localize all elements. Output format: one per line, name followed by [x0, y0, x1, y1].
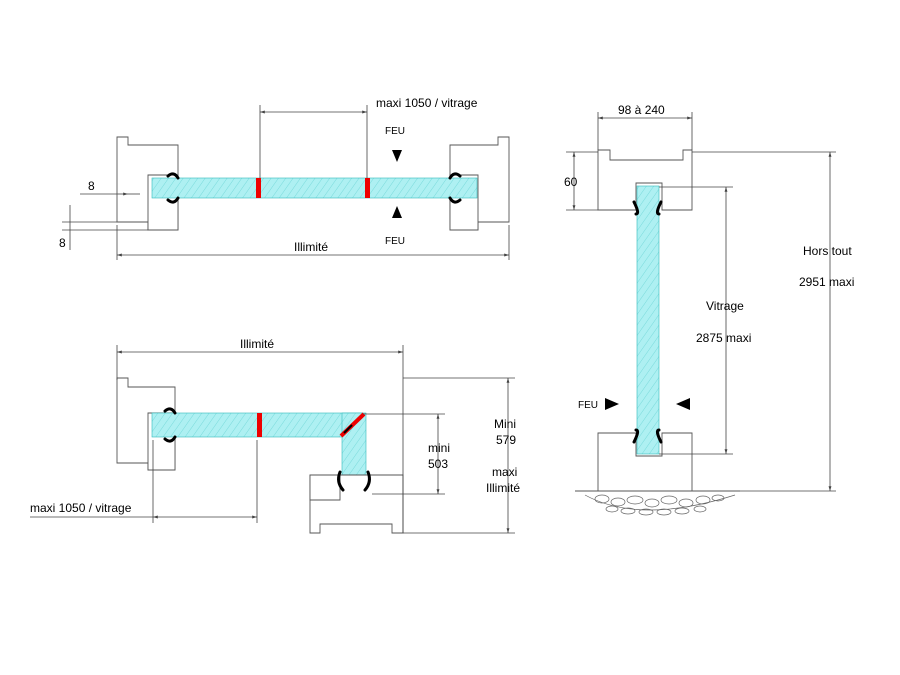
feu-label-bottom: FEU	[385, 236, 405, 247]
corner-maxi-label: maxi	[492, 465, 517, 479]
corner-mitre-seal	[343, 424, 353, 434]
corner-maxi-value: Illimité	[486, 481, 520, 495]
seal-icon	[448, 196, 462, 204]
feu-arrow-right-icon	[605, 398, 619, 410]
section-head-height-label: 60	[564, 175, 578, 189]
seal-icon	[337, 470, 345, 492]
top-glass-pane	[151, 177, 478, 199]
top-joint-1	[256, 178, 261, 198]
dim-8-vertical: 8	[59, 236, 66, 250]
seal-icon	[166, 172, 180, 180]
top-length-label: Illimité	[294, 240, 328, 254]
feu-arrow-down-icon	[392, 150, 402, 162]
seal-icon	[632, 428, 640, 444]
corner-max-width-label: maxi 1050 / vitrage	[30, 501, 132, 515]
corner-length-label: Illimité	[240, 337, 274, 351]
seal-icon	[655, 428, 663, 444]
section-glass-pane	[636, 185, 660, 455]
vertical-section-view: 98 à 240 60 Hors tout 2951 maxi Vitrage …	[564, 103, 854, 516]
feu-arrow-left-icon	[676, 398, 690, 410]
seal-icon	[632, 200, 640, 216]
top-max-width-label: maxi 1050 / vitrage	[376, 96, 478, 110]
corner-inner-mini-label: mini	[428, 441, 450, 455]
corner-mini-value: 579	[496, 433, 516, 447]
seal-icon	[448, 172, 462, 180]
top-joint-2	[365, 178, 370, 198]
top-plan-view: maxi 1050 / vitrage FEU FEU 8 8 Illimité	[59, 96, 510, 260]
section-glazing-label: Vitrage	[706, 299, 744, 313]
section-feu-label: FEU	[578, 400, 598, 411]
ground-gravel	[584, 494, 736, 516]
corner-joint	[257, 413, 262, 437]
feu-label-top: FEU	[385, 126, 405, 137]
seal-icon	[363, 470, 371, 492]
corner-bottom-frame-inner	[309, 474, 341, 501]
section-overall-value: 2951 maxi	[799, 275, 854, 289]
section-glazing-value: 2875 maxi	[696, 331, 751, 345]
corner-plan-view: Illimité mini 503 Mini 579 maxi Illimité…	[30, 337, 520, 534]
corner-inner-mini-value: 503	[428, 457, 448, 471]
section-width-label: 98 à 240	[618, 103, 665, 117]
seal-icon	[163, 435, 177, 443]
section-overall-label: Hors tout	[803, 244, 852, 258]
seal-icon	[655, 200, 663, 216]
seal-icon	[166, 196, 180, 204]
dim-8-horizontal: 8	[88, 179, 95, 193]
feu-arrow-up-icon	[392, 206, 402, 218]
corner-mini-label: Mini	[494, 417, 516, 431]
seal-icon	[163, 407, 177, 415]
